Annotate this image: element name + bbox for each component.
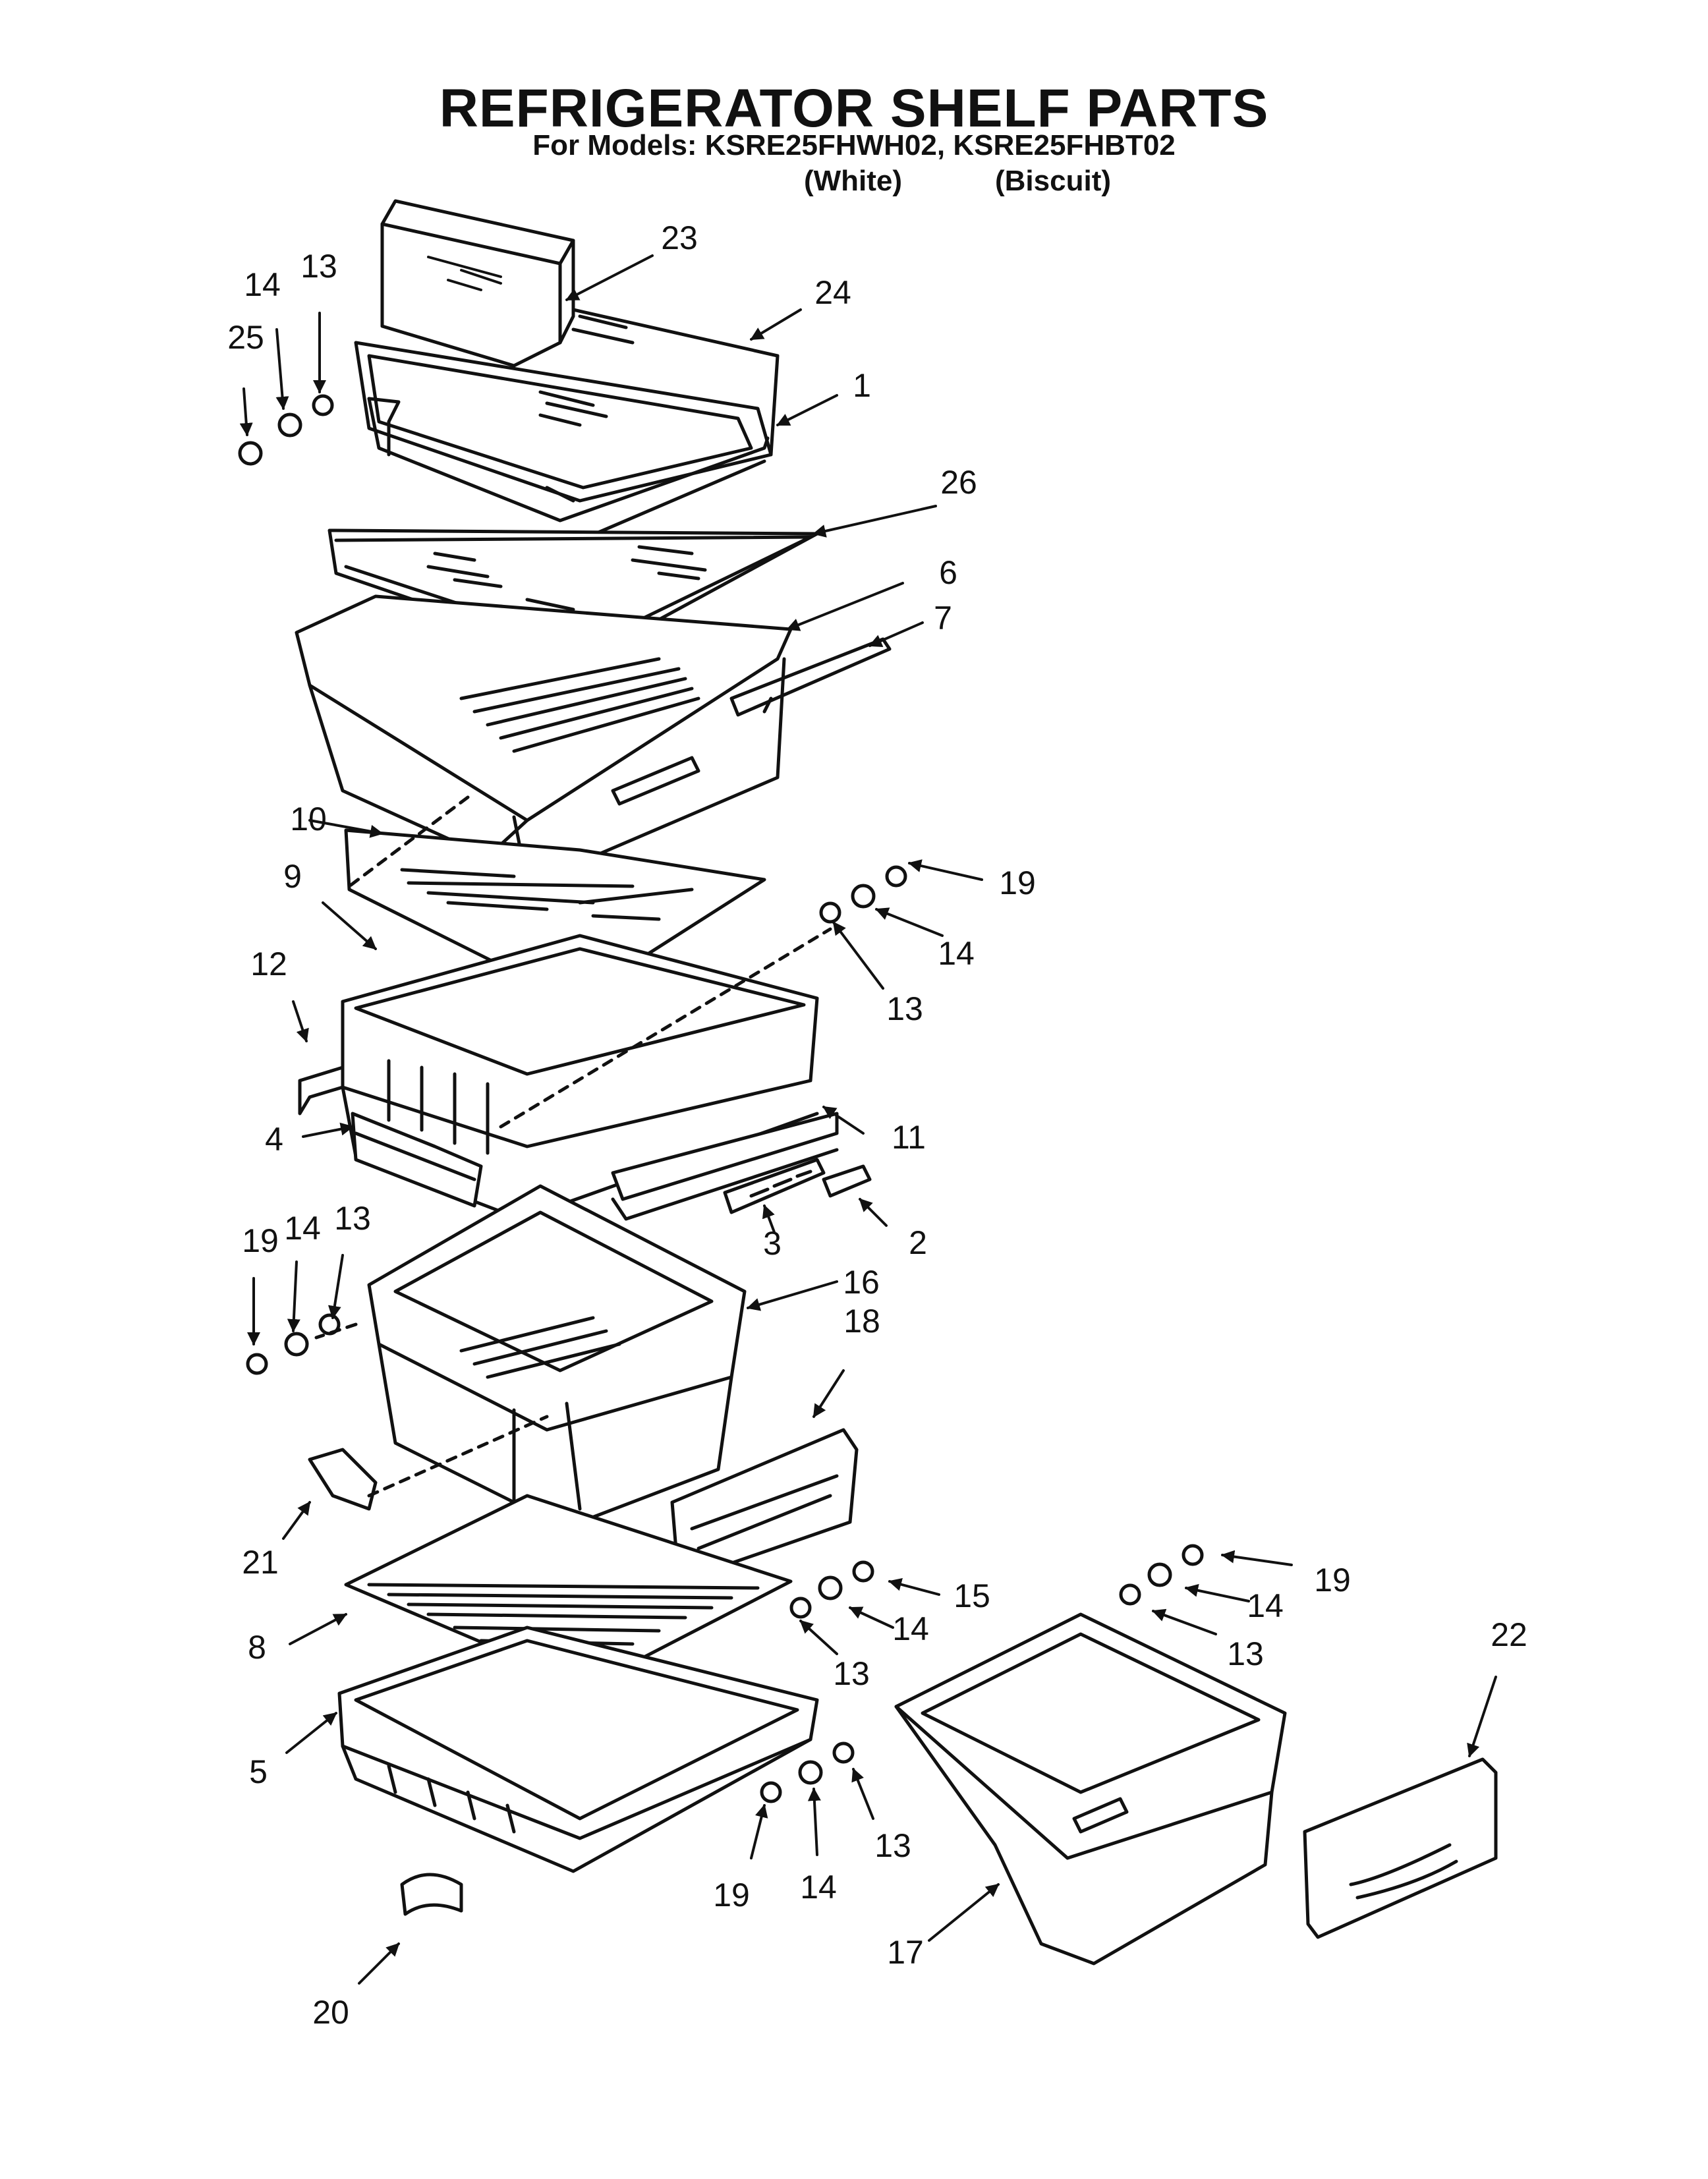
part-17-lower-drawer <box>894 1612 1287 1966</box>
part-21-drawer-stop <box>308 1415 549 1511</box>
callout-9: 9 <box>283 858 302 895</box>
callout-1: 1 <box>853 367 871 404</box>
part-10-crisper-glass <box>344 795 766 1004</box>
callout-13-farright: 13 <box>1227 1635 1264 1672</box>
part-20-slide-clip <box>400 1873 463 1916</box>
part-1-shelf-rail <box>367 397 770 542</box>
callout-15: 15 <box>954 1577 990 1614</box>
callout-5: 5 <box>249 1753 268 1790</box>
callout-13-mid: 13 <box>886 990 923 1027</box>
callout-17: 17 <box>887 1934 924 1971</box>
part-12-side-bracket <box>298 1065 345 1116</box>
callout-3: 3 <box>763 1225 782 1262</box>
callout-13-left: 13 <box>334 1200 371 1237</box>
callout-10: 10 <box>290 801 327 837</box>
callout-14-top: 14 <box>244 266 281 303</box>
part-5-lower-frame <box>337 1626 819 1873</box>
callout-23: 23 <box>661 219 698 256</box>
callout-22: 22 <box>1491 1616 1527 1653</box>
callout-6: 6 <box>939 554 957 591</box>
part-16-drawer <box>314 1184 747 1524</box>
callout-19-left: 19 <box>242 1222 279 1259</box>
callout-26: 26 <box>940 464 977 501</box>
callout-20: 20 <box>312 1994 349 2031</box>
callout-13-right: 13 <box>833 1655 870 1692</box>
page-title: REFRIGERATOR SHELF PARTS <box>439 78 1269 138</box>
hardware-screws-and-washers <box>238 394 1204 1803</box>
part-22-drawer-front <box>1303 1757 1498 1939</box>
callout-14-left: 14 <box>284 1210 321 1247</box>
callout-25: 25 <box>227 319 264 356</box>
part-2-damper-clip <box>822 1164 872 1198</box>
callout-13-bottom: 13 <box>874 1827 911 1864</box>
callout-19-bottom: 19 <box>713 1877 750 1913</box>
part-23-utility-bin <box>380 199 575 368</box>
models-subtitle: For Models: KSRE25FHWH02, KSRE25FHBT02 <box>532 129 1176 161</box>
callout-12: 12 <box>250 946 287 982</box>
part-3-damper <box>723 1158 826 1214</box>
callout-18: 18 <box>843 1303 880 1340</box>
callout-7: 7 <box>934 600 952 637</box>
callout-14-mid: 14 <box>938 935 975 972</box>
callout-13-top: 13 <box>300 248 337 285</box>
part-11-front-rail <box>611 1112 839 1221</box>
callout-14-farright: 14 <box>1247 1587 1284 1624</box>
callout-21: 21 <box>242 1544 279 1581</box>
callout-8: 8 <box>248 1629 266 1666</box>
callout-24: 24 <box>814 274 851 311</box>
part-4-front-trim <box>351 1112 483 1208</box>
variant-white-label: (White) <box>804 165 903 197</box>
callout-14-right: 14 <box>892 1610 929 1647</box>
part-7-crisper-handle <box>611 637 892 806</box>
variant-biscuit-label: (Biscuit) <box>995 165 1111 197</box>
callout-2: 2 <box>909 1224 927 1261</box>
callout-19-mid: 19 <box>999 864 1036 901</box>
callout-14-bottom: 14 <box>800 1869 837 1906</box>
callout-19-farright: 19 <box>1314 1562 1351 1599</box>
part-24-top-shelf <box>354 308 780 503</box>
leader-arrows <box>239 254 1497 1985</box>
callout-4: 4 <box>265 1121 283 1158</box>
callout-11: 11 <box>892 1119 926 1156</box>
callout-16: 16 <box>843 1264 880 1301</box>
